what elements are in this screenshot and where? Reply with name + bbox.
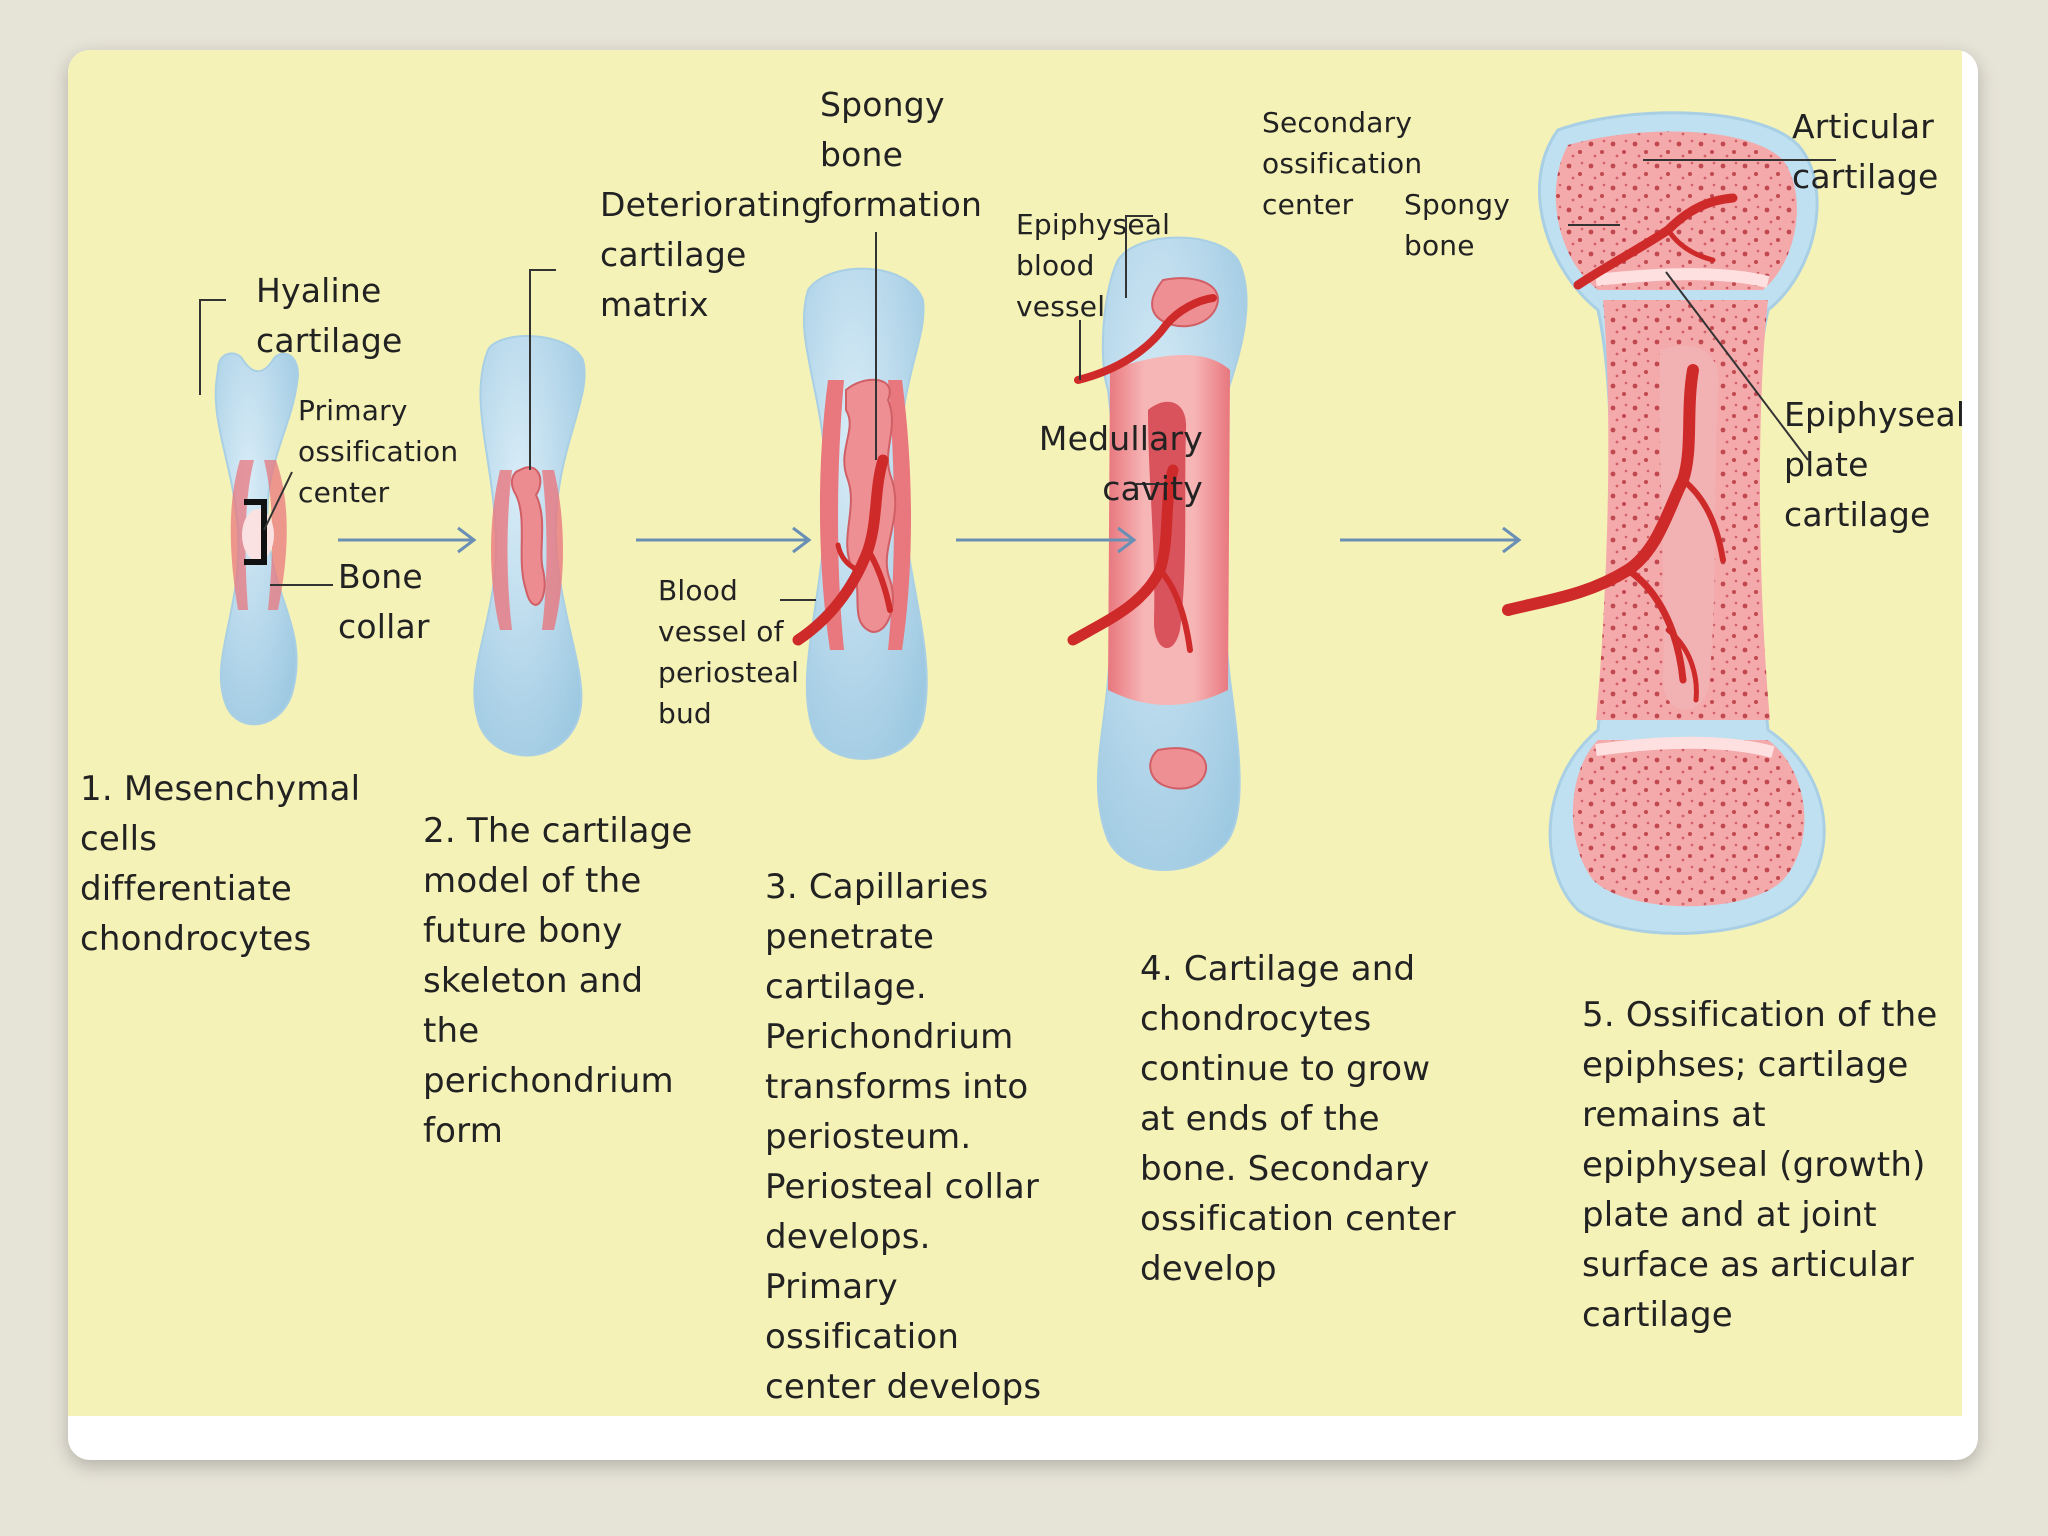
spongy-bone-label: Spongy bone — [1404, 188, 1510, 262]
blood-vessel-periosteal-bud-label: Blood vessel of periosteal bud — [658, 574, 800, 730]
spongy-bone-formation-label: Spongy bone formation — [820, 85, 983, 224]
bone-stage-1 — [214, 352, 300, 726]
primary-ossification-center-spot — [242, 509, 274, 561]
medullary-cavity-label: Medullary cavity — [1038, 419, 1203, 508]
leaders-stage-3 — [780, 232, 877, 601]
bone-stage-2 — [473, 335, 586, 757]
secondary-ossification-center-label: Secondary ossification center — [1262, 106, 1423, 221]
epiphyseal-vessel — [1074, 294, 1217, 384]
bone-stage-3 — [792, 267, 928, 760]
leaders-stage-4 — [1079, 215, 1168, 485]
stage-arrows — [338, 526, 1522, 554]
diagram-panel: Hyaline cartilage Primary ossification c… — [68, 50, 1966, 1416]
leaders-stage-1 — [199, 299, 333, 586]
leaders-stage-5 — [1568, 159, 1836, 461]
epiphyseal-plate-cartilage-label: Epiphyseal plate cartilage — [1784, 395, 1966, 534]
epiphyseal-blood-vessel-label: Epiphyseal blood vessel — [1016, 208, 1171, 323]
bone-stage-4 — [1067, 236, 1248, 871]
step-3-caption: 3. Capillaries penetrate cartilage. Peri… — [765, 867, 1042, 1407]
deteriorating-cartilage-matrix-label: Deteriorating cartilage matrix — [600, 185, 823, 324]
leaders-stage-2 — [529, 269, 556, 470]
deteriorating-matrix-spot — [510, 466, 546, 606]
diagram-card: Hyaline cartilage Primary ossification c… — [68, 50, 1978, 1460]
step-4-caption: 4. Cartilage and chondrocytes continue t… — [1140, 949, 1456, 1289]
primary-ossification-center-label: Primary ossification center — [298, 394, 459, 509]
step-5-caption: 5. Ossification of the epiphses; cartila… — [1582, 995, 1938, 1335]
step-1-caption: 1. Mesenchymal cells differentiate chond… — [80, 769, 361, 959]
step-2-caption: 2. The cartilage model of the future bon… — [423, 811, 693, 1151]
bone-collar-label: Bone collar — [338, 557, 430, 646]
bone-development-illustration — [199, 111, 1836, 935]
hyaline-cartilage-label: Hyaline cartilage — [256, 271, 403, 360]
bone-collar-bracket — [244, 499, 267, 565]
bone-stage-5 — [1502, 111, 1826, 935]
articular-cartilage-label: Articular cartilage — [1792, 107, 1939, 196]
